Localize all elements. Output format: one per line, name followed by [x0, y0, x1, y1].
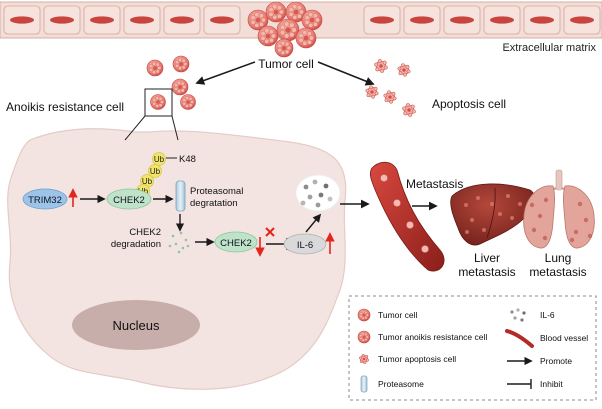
- legend-il6-label: IL-6: [540, 310, 555, 320]
- blocked-x-icon: [265, 227, 275, 237]
- legend-promote-label: Promote: [540, 356, 572, 366]
- legend-proteasome-label: Proteasome: [378, 379, 424, 389]
- chek2-fragments-icon: [168, 231, 190, 254]
- nucleus-label: Nucleus: [113, 318, 160, 333]
- chek2-node: [106, 188, 152, 210]
- apoptosis-cell-label: Apoptosis cell: [432, 97, 506, 111]
- cell-body: [7, 128, 347, 390]
- lung-metastasis-label-1: Lung: [545, 251, 572, 265]
- il6-node: [283, 233, 327, 255]
- legend-inhibit-label: Inhibit: [540, 379, 563, 389]
- legend: Tumor cell Tumor anoikis resistance cell…: [348, 295, 597, 401]
- legend-apoptosis-label: Tumor apoptosis cell: [378, 354, 456, 364]
- legend-anoikis-label: Tumor anoikis resistance cell: [378, 332, 487, 342]
- legend-inhibit: Inhibit: [507, 379, 563, 389]
- zoom-guide-left: [124, 115, 146, 141]
- legend-blood-vessel: Blood vessel: [505, 329, 588, 348]
- arrow-to-anoikis: [195, 61, 256, 85]
- anoikis-resistance-cells-icon: [146, 55, 196, 110]
- liver-metastasis-label-1: Liver: [474, 251, 500, 265]
- legend-il6: IL-6: [510, 308, 555, 322]
- ub-label-1: Ub: [154, 155, 165, 164]
- chek2-label: CHEK2: [113, 195, 145, 206]
- liver-metastasis-label-2: metastasis: [458, 265, 515, 279]
- zoom-guide-right: [171, 115, 179, 141]
- lung-metastasis-label-2: metastasis: [529, 265, 586, 279]
- il6-cloud: [295, 174, 341, 212]
- tumor-cell-label: Tumor cell: [258, 57, 314, 71]
- blood-vessel-icon: [369, 161, 445, 272]
- il6-particles-icon: [300, 179, 333, 208]
- legend-tumor-cell-label: Tumor cell: [378, 310, 417, 320]
- nucleus-shape: [72, 300, 200, 350]
- proteasomal-degradation-label-2: degratation: [190, 198, 238, 209]
- legend-promote: Promote: [507, 356, 572, 366]
- proteasomal-degradation-label-1: Proteasomal: [190, 186, 243, 197]
- legend-blood-vessel-label: Blood vessel: [540, 333, 588, 343]
- chek2-degradation-label-1: CHEK2: [129, 227, 161, 238]
- trim32-node: [22, 188, 68, 210]
- anoikis-resistance-cell-label: Anoikis resistance cell: [6, 100, 124, 114]
- proteasome-icon: [175, 180, 186, 212]
- legend-apoptosis: Tumor apoptosis cell: [359, 353, 456, 365]
- chek2-low-label: CHEK2: [220, 238, 252, 249]
- tumor-cluster-icon: [247, 1, 323, 58]
- legend-proteasome: Proteasome: [360, 375, 424, 393]
- metastasis-label: Metastasis: [406, 177, 463, 191]
- legend-anoikis: Tumor anoikis resistance cell: [357, 330, 487, 344]
- extracellular-matrix-label: Extracellular matrix: [502, 42, 596, 54]
- ub-label-2: Ub: [150, 167, 161, 176]
- ub-label-3: Ub: [142, 177, 153, 186]
- legend-tumor-cell: Tumor cell: [357, 308, 417, 322]
- trim32-label: TRIM32: [28, 195, 62, 206]
- arrow-il6-secretion: [305, 213, 322, 233]
- apoptosis-cells-icon: [365, 59, 416, 117]
- il6-label: IL-6: [297, 240, 313, 251]
- liver-icon: [450, 183, 535, 246]
- legend-box: [348, 295, 597, 401]
- arrow-to-apoptosis: [317, 61, 375, 86]
- lungs-icon: [523, 169, 595, 249]
- chek2-low-node: [214, 231, 258, 253]
- zoom-box: [144, 88, 173, 117]
- chek2-degradation-label-2: degradation: [111, 239, 161, 250]
- k48-label: K48: [179, 154, 196, 165]
